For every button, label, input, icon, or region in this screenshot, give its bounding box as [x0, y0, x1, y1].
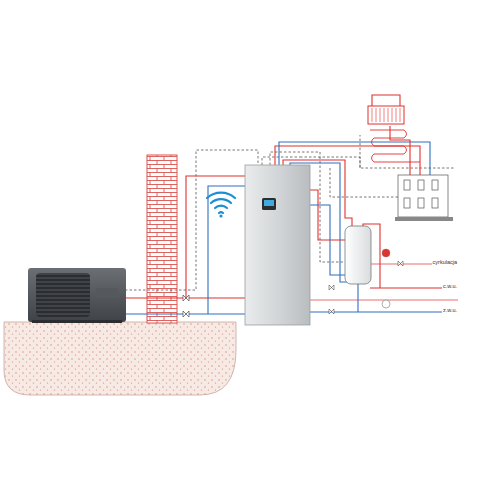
pipe-label: cyrkulacja — [432, 260, 458, 266]
pipe-label: z.w.u. — [442, 308, 458, 314]
pipe-label: c.w.u. — [442, 284, 458, 290]
